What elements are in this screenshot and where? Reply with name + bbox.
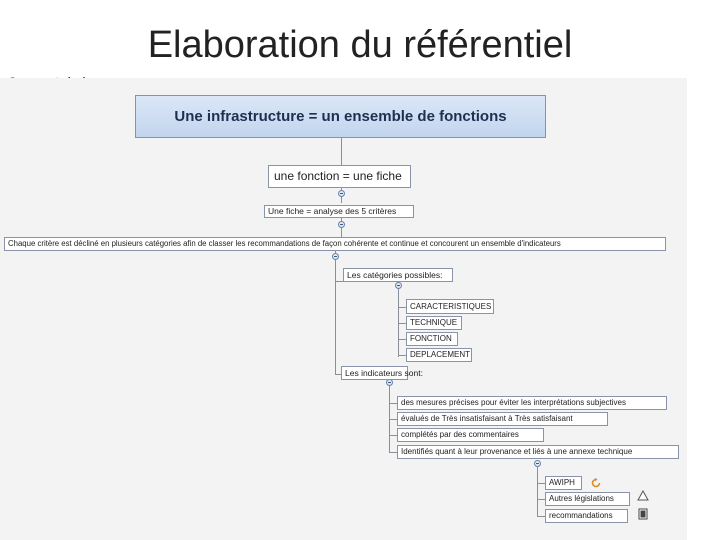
node-categories[interactable]: Les catégories possibles: xyxy=(343,268,453,282)
connector xyxy=(389,403,397,404)
slide-title: Elaboration du référentiel xyxy=(147,24,573,66)
connector xyxy=(335,251,336,374)
category-item[interactable]: DEPLACEMENT xyxy=(406,348,472,362)
collapse-toggle-icon[interactable] xyxy=(338,221,345,228)
node-critere[interactable]: Chaque critère est décliné en plusieurs … xyxy=(4,237,666,251)
connector xyxy=(335,281,343,282)
connector xyxy=(389,435,397,436)
root-node[interactable]: Une infrastructure = un ensemble de fonc… xyxy=(135,95,546,138)
connector xyxy=(341,138,342,165)
connector xyxy=(335,374,343,375)
indicator-item[interactable]: complétés par des commentaires xyxy=(397,428,544,442)
connector xyxy=(398,307,406,308)
category-item[interactable]: TECHNIQUE xyxy=(406,316,462,330)
collapse-toggle-icon[interactable] xyxy=(534,460,541,467)
document-icon xyxy=(638,508,648,520)
collapse-toggle-icon[interactable] xyxy=(338,190,345,197)
category-item[interactable]: FONCTION xyxy=(406,332,458,346)
connector xyxy=(398,355,406,356)
node-fonction[interactable]: une fonction = une fiche xyxy=(268,165,411,188)
collapse-toggle-icon[interactable] xyxy=(386,379,393,386)
connector xyxy=(389,452,397,453)
connector xyxy=(537,483,545,484)
connector xyxy=(537,499,545,500)
connector xyxy=(398,282,399,357)
warning-triangle-icon xyxy=(637,490,649,501)
node-fiche[interactable]: Une fiche = analyse des 5 critères xyxy=(264,205,414,218)
node-indicateurs[interactable]: Les indicateurs sont: xyxy=(341,366,423,380)
category-item[interactable]: CARACTERISTIQUES xyxy=(406,299,494,314)
connector xyxy=(398,339,406,340)
indicator-item[interactable]: évalués de Très insatisfaisant à Très sa… xyxy=(397,412,608,426)
collapse-toggle-icon[interactable] xyxy=(395,282,402,289)
connector xyxy=(398,323,406,324)
indicator-item[interactable]: des mesures précises pour éviter les int… xyxy=(397,396,667,410)
connector xyxy=(389,419,397,420)
indicator-item[interactable]: Identifiés quant à leur provenance et li… xyxy=(397,445,679,459)
refresh-icon xyxy=(591,477,601,488)
collapse-toggle-icon[interactable] xyxy=(332,253,339,260)
annex-item[interactable]: AWIPH xyxy=(545,476,582,490)
annex-item[interactable]: recommandations xyxy=(545,509,628,523)
mindmap-canvas: Une infrastructure = un ensemble de fonc… xyxy=(0,78,687,540)
connector xyxy=(537,464,538,516)
annex-item[interactable]: Autres législations xyxy=(545,492,630,506)
connector xyxy=(537,516,545,517)
